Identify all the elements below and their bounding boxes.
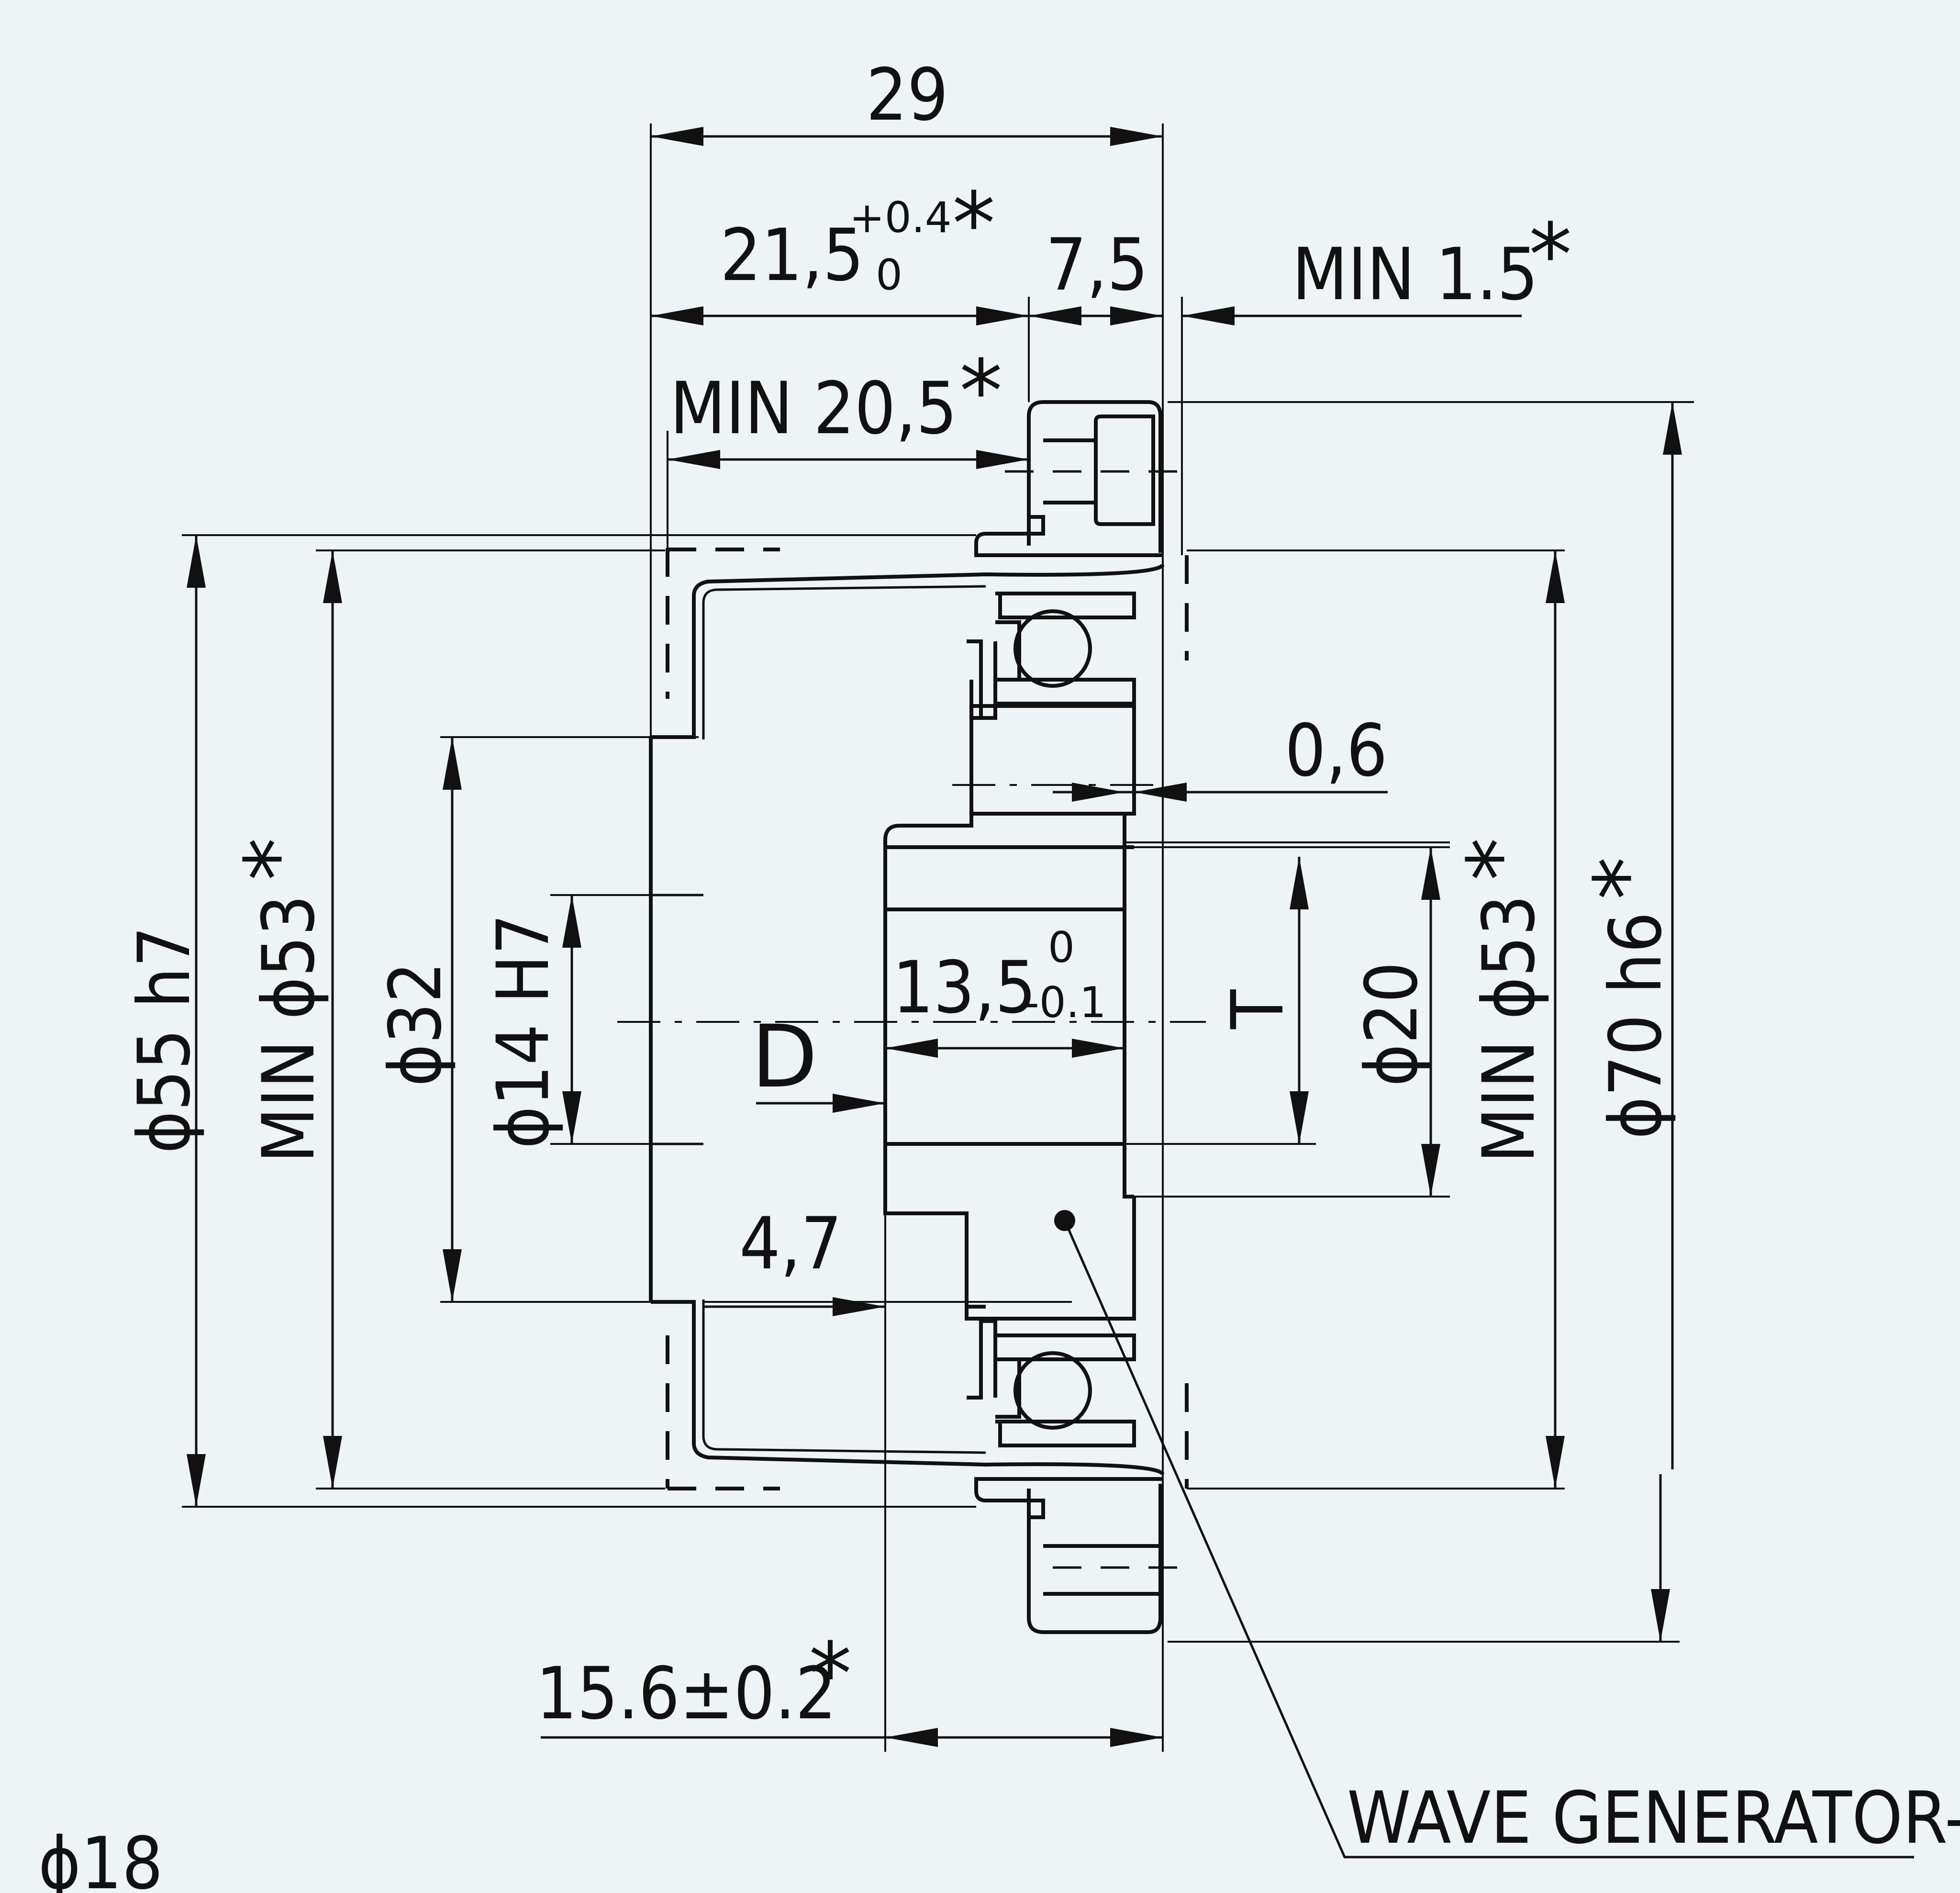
dim-0-6: 0,6 (1285, 709, 1388, 793)
asterisk-dia-70: * (1576, 857, 1676, 900)
label-T: T (1216, 989, 1300, 1030)
dim-29: 29 (866, 54, 948, 137)
asterisk-dia-53-right: * (1449, 838, 1549, 881)
label-D: D (751, 1007, 818, 1107)
dim-min-dia-53-left: MIN ϕ53 (247, 895, 331, 1163)
dim-dia-14: ϕ14 H7 (482, 914, 565, 1149)
wave-generator-callout: WAVE GENERATOR-A (1347, 1777, 1960, 1860)
dim-min-20-5: MIN 20,5 (670, 367, 957, 450)
dim-dia-18: ϕ18 (38, 1822, 163, 1893)
dim-13-5-tol-upper: 0 (1048, 923, 1075, 972)
dim-4-7: 4,7 (739, 1202, 842, 1286)
asterisk-dia-53-left: * (227, 838, 327, 881)
asterisk-min-20-5: * (959, 342, 1002, 442)
dim-dia-20: ϕ20 (1350, 962, 1434, 1087)
dim-21-5-tol-upper: +0.4 (849, 193, 952, 242)
dim-min-dia-53-right: MIN ϕ53 (1468, 895, 1551, 1163)
asterisk-min-1-5: * (1529, 205, 1572, 305)
dim-13-5-tol-lower: -0.1 (1024, 978, 1106, 1027)
dim-15-6: 15.6±0.2 (536, 1652, 836, 1736)
dimension-text: 29 21,5 +0.4 0 * 7,5 MIN 1.5 * MIN 20,5 … (38, 54, 1960, 1893)
part-outline (617, 400, 1206, 1634)
dim-dia-32: ϕ32 (374, 962, 457, 1087)
dim-21-5: 21,5 (720, 214, 864, 297)
dim-7-5: 7,5 (1046, 224, 1148, 307)
dim-13-5: 13,5 (892, 946, 1036, 1030)
asterisk-15-6: * (809, 1624, 852, 1725)
dim-dia-55: ϕ55 h7 (123, 926, 206, 1154)
extension-lines (182, 123, 1694, 1752)
asterisk-21-5: * (952, 174, 995, 274)
dim-21-5-tol-lower: 0 (876, 250, 902, 300)
dim-dia-70: ϕ70 h6 (1594, 912, 1678, 1139)
dimension-lines (187, 127, 1914, 1859)
dim-min-1-5: MIN 1.5 (1292, 233, 1538, 316)
